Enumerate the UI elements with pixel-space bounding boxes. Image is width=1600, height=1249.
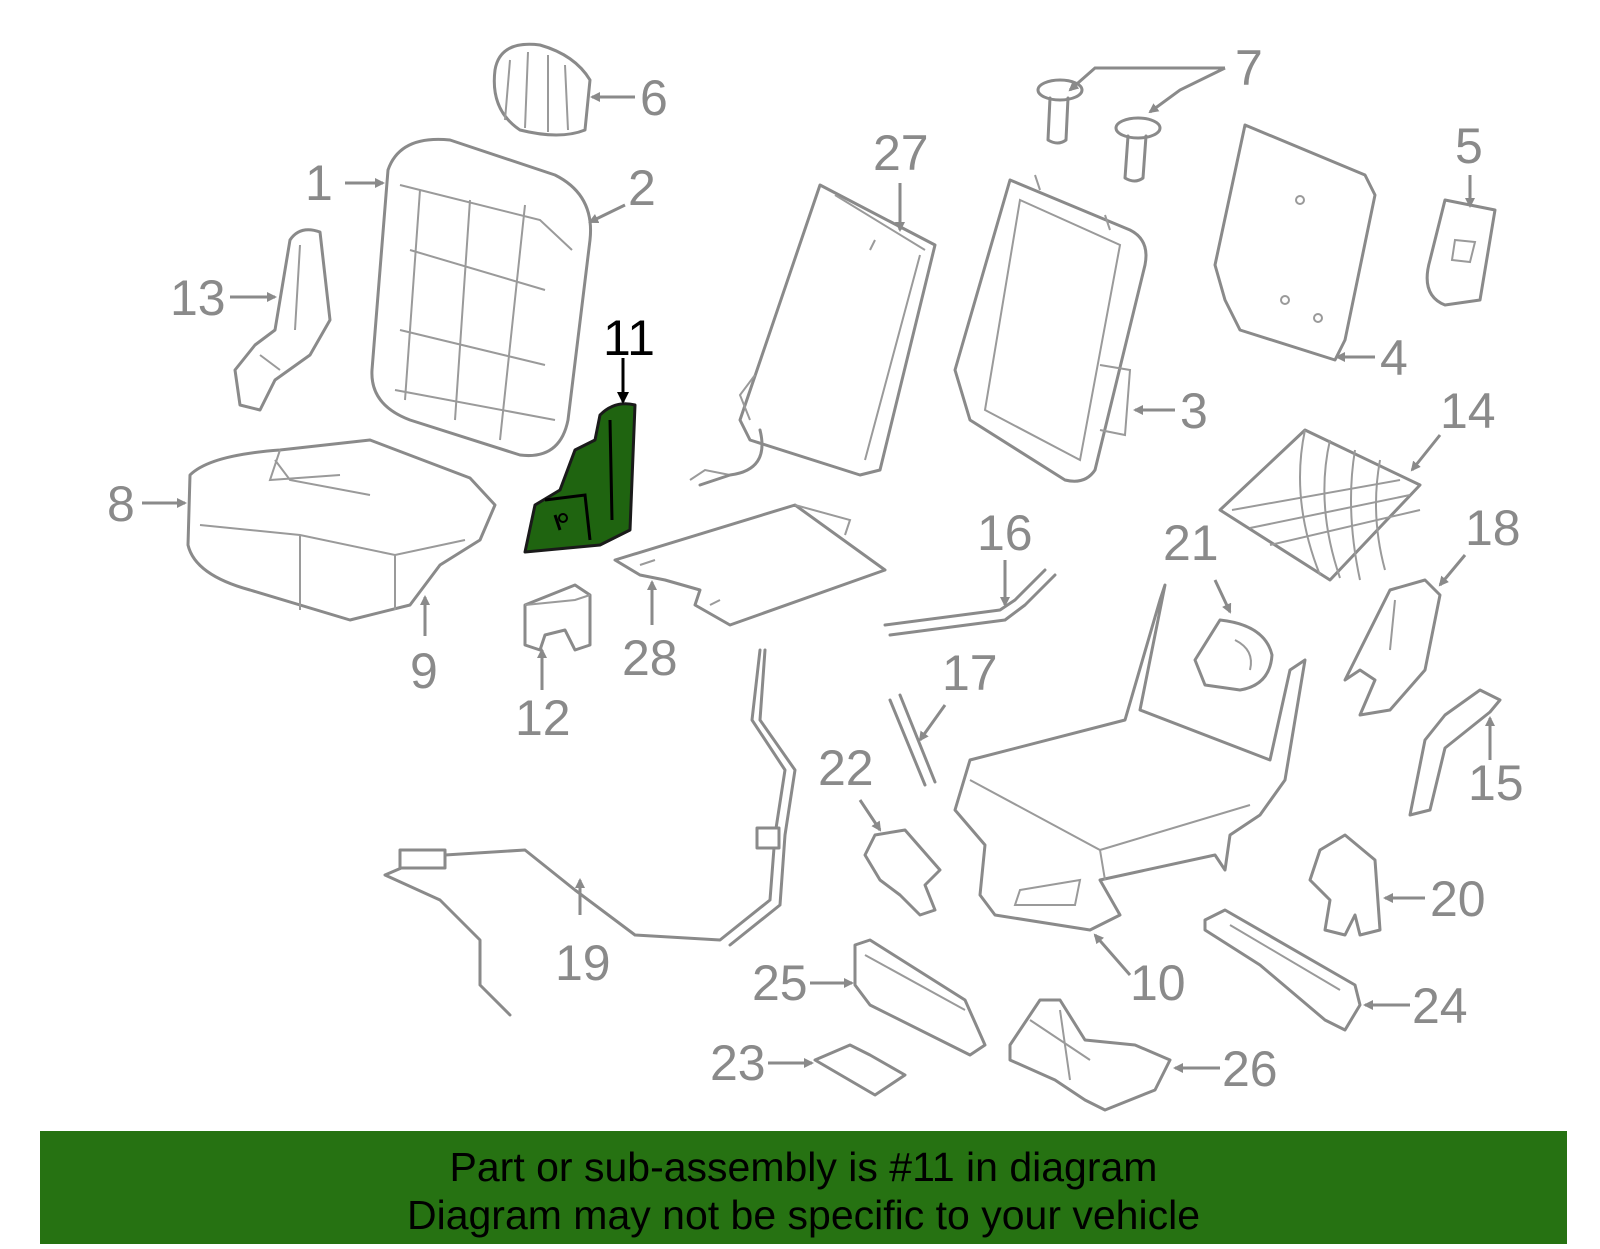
callout-7-label: 7 (1235, 40, 1263, 96)
callout-21: 21 (1163, 515, 1232, 614)
callout-8-label: 8 (107, 476, 135, 532)
part-25-trim[interactable] (853, 938, 987, 1057)
callout-27-label: 27 (873, 125, 929, 181)
part-16-rod[interactable] (883, 568, 1057, 637)
callout-26: 26 (1173, 1041, 1278, 1097)
callout-9: 9 (410, 595, 438, 699)
part-8-seat-cushion[interactable] (186, 438, 497, 622)
callout-16: 16 (977, 505, 1033, 607)
callout-2: 2 (588, 160, 656, 224)
callout-19: 19 (555, 878, 611, 991)
part-6-headrest[interactable] (492, 42, 592, 137)
part-20-bracket[interactable] (1308, 833, 1382, 937)
callout-18-label: 18 (1465, 500, 1521, 556)
callout-2-label: 2 (628, 160, 656, 216)
part-4-back-cover[interactable] (1213, 123, 1377, 362)
callout-19-label: 19 (555, 935, 611, 991)
callout-18: 18 (1438, 500, 1521, 587)
callout-3-label: 3 (1180, 383, 1208, 439)
part-12-bracket[interactable] (523, 583, 592, 652)
part-23-pad[interactable] (813, 1043, 907, 1097)
callout-14: 14 (1410, 383, 1496, 472)
callout-13-label: 13 (170, 270, 226, 326)
callout-17: 17 (918, 645, 998, 742)
callout-28-label: 28 (622, 630, 678, 686)
part-27-back-panel[interactable] (689, 183, 937, 487)
callout-20-label: 20 (1430, 871, 1486, 927)
callout-16-label: 16 (977, 505, 1033, 561)
callout-3: 3 (1133, 383, 1208, 439)
part-3-seat-back-frame[interactable] (953, 174, 1148, 483)
callout-6: 6 (590, 70, 668, 126)
callout-20: 20 (1383, 871, 1486, 927)
part-13-side-trim[interactable] (233, 228, 332, 412)
callout-1-label: 1 (305, 155, 333, 211)
callout-12-label: 12 (515, 690, 571, 746)
callout-6-label: 6 (640, 70, 668, 126)
callout-4-label: 4 (1380, 330, 1408, 386)
part-26-cover[interactable] (1008, 998, 1172, 1112)
callout-10: 10 (1093, 933, 1186, 1011)
part-21-bracket[interactable] (1193, 618, 1274, 692)
callout-24-label: 24 (1412, 978, 1468, 1034)
part-1-seat-back[interactable] (370, 137, 593, 458)
callout-15: 15 (1468, 716, 1524, 811)
part-14-spring-mat[interactable] (1218, 428, 1422, 582)
callout-28: 28 (622, 580, 678, 686)
callout-5-label: 5 (1455, 118, 1483, 174)
part-11-highlighted[interactable] (523, 402, 637, 554)
part-7-bolts[interactable] (1036, 78, 1162, 183)
part-15-trim[interactable] (1408, 688, 1502, 817)
callout-9-label: 9 (410, 643, 438, 699)
part-24-trim[interactable] (1203, 908, 1362, 1032)
callout-25: 25 (752, 955, 854, 1011)
callout-8: 8 (107, 476, 187, 532)
part-19-cable[interactable] (383, 648, 797, 1017)
callout-22: 22 (818, 740, 882, 832)
banner-line-2: Diagram may not be specific to your vehi… (406, 1192, 1200, 1238)
callout-10-label: 10 (1130, 955, 1186, 1011)
callout-25-label: 25 (752, 955, 808, 1011)
callout-1: 1 (305, 155, 385, 211)
callout-24: 24 (1363, 978, 1468, 1034)
part-10-seat-frame[interactable] (953, 583, 1307, 932)
callout-14-label: 14 (1440, 383, 1496, 439)
part-17-rod[interactable] (888, 693, 937, 787)
part-28-panel[interactable] (613, 503, 887, 627)
callout-22-label: 22 (818, 740, 874, 796)
callout-13: 13 (170, 270, 277, 326)
callout-23-label: 23 (710, 1035, 766, 1091)
callout-5: 5 (1455, 118, 1483, 208)
info-banner: Part or sub-assembly is #11 in diagram D… (40, 1131, 1567, 1244)
callout-27: 27 (873, 125, 929, 232)
callout-7: 7 (1068, 40, 1263, 114)
part-22-bracket[interactable] (863, 828, 942, 917)
callout-4: 4 (1335, 330, 1408, 386)
callout-21-label: 21 (1163, 515, 1219, 571)
callout-12: 12 (515, 648, 571, 746)
callout-17-label: 17 (942, 645, 998, 701)
callout-11: 11 (603, 310, 655, 404)
banner-line-1: Part or sub-assembly is #11 in diagram (449, 1144, 1158, 1190)
callout-15-label: 15 (1468, 755, 1524, 811)
part-18-trim[interactable] (1343, 578, 1442, 717)
callout-23: 23 (710, 1035, 814, 1091)
callout-26-label: 26 (1222, 1041, 1278, 1097)
callout-11-label: 11 (603, 310, 655, 366)
part-5-cover[interactable] (1425, 198, 1497, 307)
